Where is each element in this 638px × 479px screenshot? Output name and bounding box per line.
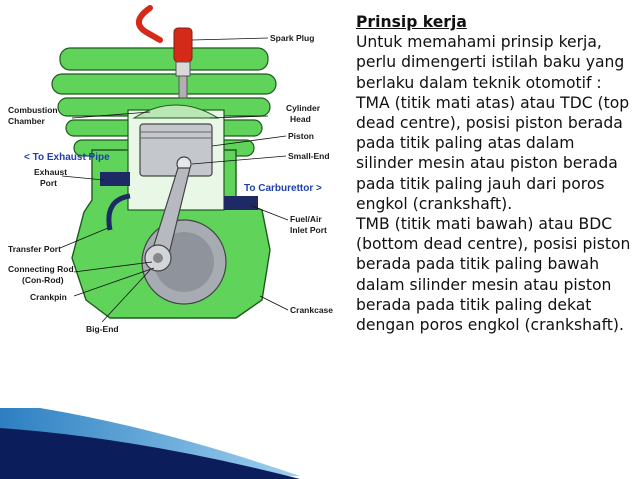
label-fuel-air-2: Inlet Port — [290, 225, 327, 235]
label-spark-plug: Spark Plug — [270, 33, 314, 43]
piston — [139, 123, 213, 177]
label-small-end: Small-End — [288, 151, 330, 161]
inlet-port — [224, 196, 258, 210]
slide-title: Prinsip kerja — [356, 13, 467, 31]
label-exhaust-port-2: Port — [40, 178, 57, 188]
label-transfer-port: Transfer Port — [8, 244, 61, 254]
label-crankpin: Crankpin — [30, 292, 67, 302]
engine-diagram: Spark Plug Combustion Chamber Cylinder H… — [0, 0, 350, 340]
transfer-port — [106, 193, 131, 231]
spark-plug — [136, 5, 193, 99]
slide-text: Prinsip kerja Untuk memahami prinsip ker… — [356, 12, 634, 335]
label-connecting-rod-2: (Con-Rod) — [22, 275, 64, 285]
paragraph-tmb: TMB (titik mati bawah) atau BDC (bottom … — [356, 215, 631, 335]
dark-blue-band — [0, 428, 300, 479]
label-exhaust-port-1: Exhaust — [34, 167, 67, 177]
two-stroke-engine-illustration: Spark Plug Combustion Chamber Cylinder H… — [8, 5, 333, 334]
exhaust-port — [100, 172, 130, 186]
footer-decoration — [0, 408, 300, 479]
label-cylinder-head-1: Cylinder — [286, 103, 321, 113]
footer-swoosh — [0, 388, 638, 479]
crankpin — [153, 253, 163, 263]
paragraph-tma: TMA (titik mati atas) atau TDC (top dead… — [356, 93, 630, 213]
label-carburettor: To Carburettor > — [244, 183, 322, 194]
label-exhaust-pipe: < To Exhaust Pipe — [24, 152, 110, 163]
label-piston: Piston — [288, 131, 314, 141]
leader-lines — [59, 37, 289, 323]
label-connecting-rod-1: Connecting Rod — [8, 264, 74, 274]
label-fuel-air-1: Fuel/Air — [290, 214, 322, 224]
label-crankcase: Crankcase — [290, 305, 333, 315]
label-big-end: Big-End — [86, 324, 119, 334]
label-combustion-1: Combustion — [8, 105, 58, 115]
paragraph-intro: Untuk memahami prinsip kerja, perlu dime… — [356, 33, 625, 92]
label-combustion-2: Chamber — [8, 116, 46, 126]
label-cylinder-head-2: Head — [290, 114, 311, 124]
